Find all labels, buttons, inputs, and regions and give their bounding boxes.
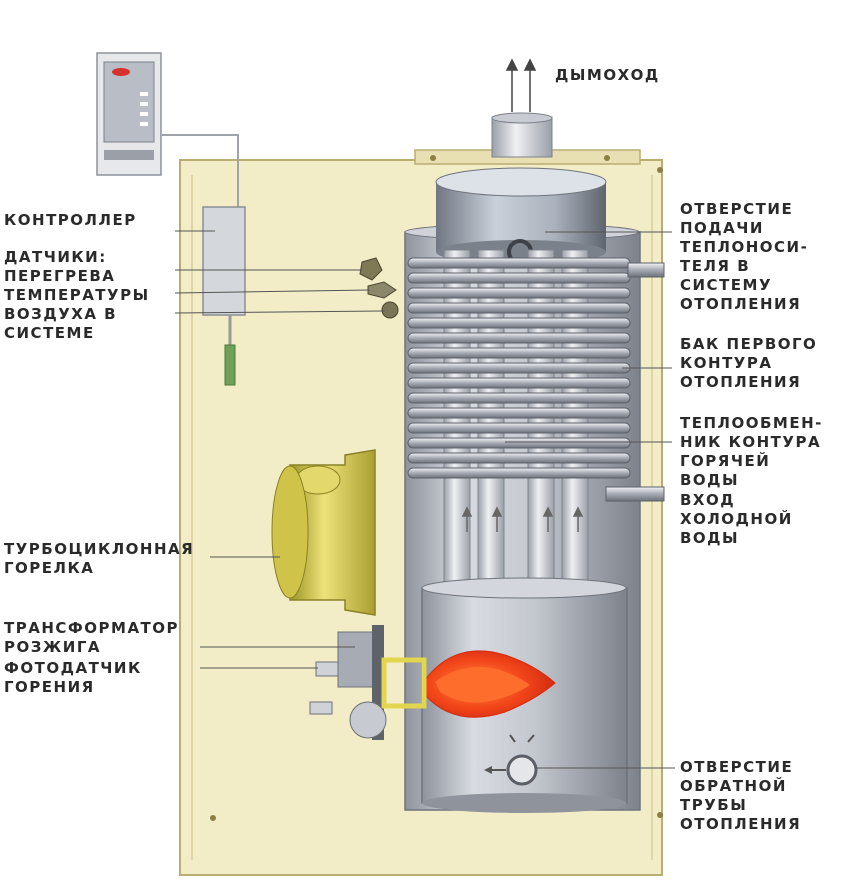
cold-water-inlet-pipe: [605, 486, 665, 502]
label-chimney: ДЫМОХОД: [555, 66, 660, 84]
flame-sensor: [309, 661, 339, 715]
label-burner: ТУРБОЦИКЛОННАЯ ГОРЕЛКА: [4, 540, 195, 577]
leader-lines: [174, 230, 675, 769]
label-sensors: ДАТЧИКИ: ПЕРЕГРЕВА ТЕМПЕРАТУРЫ ВОЗДУХА В…: [4, 248, 150, 342]
burner-flame: [424, 650, 556, 718]
label-cold-water-inlet: ВХОД ХОЛОДНОЙ ВОДЫ: [680, 491, 793, 547]
controller-box: [202, 206, 246, 386]
label-return-outlet: ОТВЕРСТИЕ ОБРАТНОЙ ТРУБЫ ОТОПЛЕНИЯ: [680, 758, 802, 833]
return-outlet-ring: [484, 734, 538, 786]
ignition-transformer: [337, 625, 384, 740]
label-flame-sensor: ФОТОДАТЧИК ГОРЕНИЯ: [4, 659, 142, 696]
label-supply-outlet: ОТВЕРСТИЕ ПОДАЧИ ТЕПЛОНОСИ- ТЕЛЯ В СИСТЕ…: [680, 200, 809, 313]
controller-cable: [161, 134, 239, 210]
temperature-sensor: [367, 281, 397, 299]
turbo-cyclone-burner: [271, 449, 376, 616]
label-ignition-transformer: ТРАНСФОРМАТОР РОЗЖИГА: [4, 619, 180, 656]
controller-panel: [96, 52, 162, 176]
chimney-pipe: [491, 112, 553, 158]
chimney-arrows: [505, 58, 537, 112]
air-sensor: [381, 301, 399, 319]
hot-water-heat-exchanger-coil: [407, 257, 631, 479]
overheat-sensor: [359, 257, 383, 281]
burner-mount: [349, 657, 427, 739]
casing-rivets: [210, 155, 663, 821]
label-primary-tank: БАК ПЕРВОГО КОНТУРА ОТОПЛЕНИЯ: [680, 335, 818, 391]
label-heat-exchanger: ТЕПЛООБМЕН- НИК КОНТУРА ГОРЯЧЕЙ ВОДЫ: [680, 414, 823, 489]
supply-pipe: [627, 262, 665, 278]
label-controller: КОНТРОЛЛЕР: [4, 211, 137, 229]
